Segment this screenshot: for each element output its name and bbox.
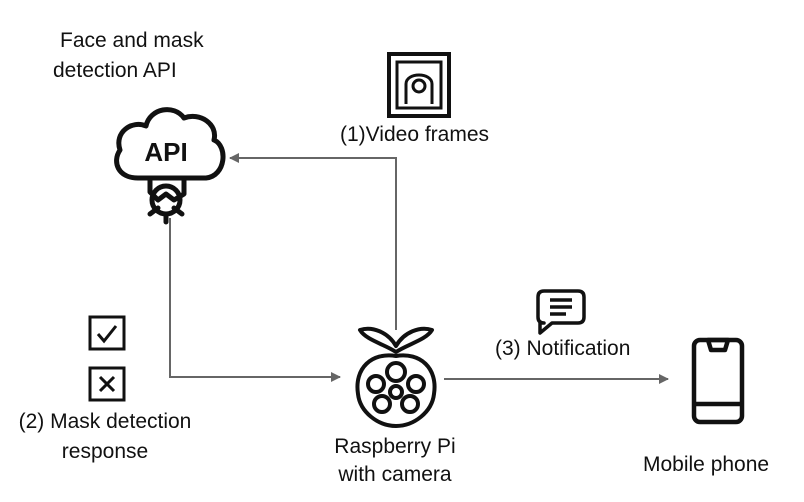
cloud-gear-icon — [114, 107, 226, 225]
mobile-phone-label: Mobile phone — [643, 453, 770, 476]
raspberry-label-line1: Raspberry Pi — [334, 435, 456, 458]
edge-video-frames — [229, 153, 397, 330]
picture-frame-icon — [387, 52, 451, 118]
mask-response-label-line1: (2) Mask detection — [18, 410, 192, 433]
raspberry-pi-icon — [355, 326, 437, 428]
api-title-line2: detection API — [53, 59, 177, 82]
checkbox-check-icon — [88, 315, 126, 351]
video-frames-label: (1)Video frames — [340, 123, 490, 146]
mask-response-label-line2: response — [61, 440, 149, 463]
notification-label: (3) Notification — [495, 337, 631, 360]
api-title-line1: Face and mask — [60, 29, 204, 52]
edge-mask-response — [169, 218, 341, 382]
checkbox-x-icon — [88, 366, 126, 402]
smartphone-icon — [691, 337, 745, 425]
raspberry-label-line2: with camera — [338, 463, 452, 486]
message-bubble-icon — [536, 289, 586, 335]
api-icon-text: API — [144, 137, 187, 167]
